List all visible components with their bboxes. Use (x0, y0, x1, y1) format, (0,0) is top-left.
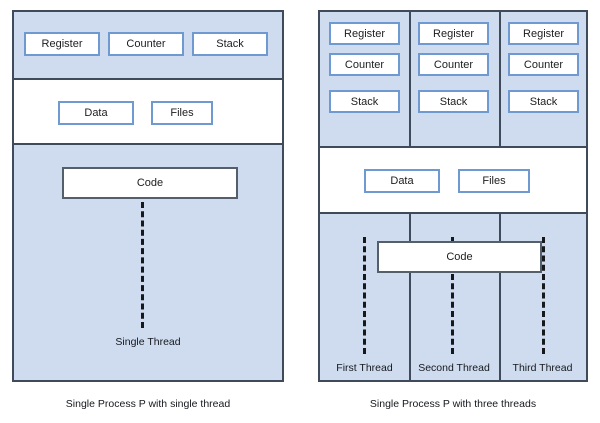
left-files-label: Files (170, 107, 194, 119)
left-panel-middle-section: Data Files (14, 78, 282, 143)
right-second-thread-line (451, 237, 454, 354)
right-bottom-column-divider-2 (499, 214, 501, 380)
right-top-column-divider-2 (499, 12, 501, 146)
left-stack-box: Stack (192, 32, 268, 56)
left-counter-box: Counter (108, 32, 184, 56)
right-top-column-divider-1 (409, 12, 411, 146)
right-third-thread-line (542, 237, 545, 354)
left-counter-label: Counter (126, 38, 166, 50)
right-first-thread-label: First Thread (336, 362, 393, 374)
right-panel-top-section: Register Counter Stack Register Counter … (320, 12, 586, 146)
right-panel-middle-section: Data Files (320, 146, 586, 212)
right-counter-box-3: Counter (508, 53, 579, 76)
right-counter-box-2: Counter (418, 53, 489, 76)
right-stack-box-3: Stack (508, 90, 579, 113)
right-code-box: Code (377, 241, 542, 273)
right-register-box-3: Register (508, 22, 579, 45)
left-panel-caption: Single Process P with single thread (65, 398, 231, 410)
left-files-box: Files (151, 101, 213, 125)
left-code-label: Code (136, 177, 164, 189)
right-files-label: Files (482, 175, 506, 187)
right-counter-box-1: Counter (329, 53, 400, 76)
right-stack-box-1: Stack (329, 90, 400, 113)
left-register-box: Register (24, 32, 100, 56)
left-code-box: Code (62, 167, 238, 199)
left-single-thread-line (141, 202, 144, 328)
right-stack-box-2: Stack (418, 90, 489, 113)
right-code-label: Code (446, 251, 473, 263)
left-process-panel: Register Counter Stack Data Files Code S… (12, 10, 284, 382)
right-panel-caption: Single Process P with three threads (369, 398, 537, 410)
right-data-label: Data (390, 175, 414, 187)
left-register-label: Register (41, 38, 83, 50)
right-files-box: Files (458, 169, 530, 193)
right-register-box-1: Register (329, 22, 400, 45)
right-bottom-column-divider-1 (409, 214, 411, 380)
left-data-box: Data (58, 101, 134, 125)
left-single-thread-label: Single Thread (115, 336, 181, 348)
right-process-panel: Register Counter Stack Register Counter … (318, 10, 588, 382)
right-register-box-2: Register (418, 22, 489, 45)
right-third-thread-label: Third Thread (512, 362, 573, 374)
left-stack-label: Stack (216, 38, 244, 50)
right-data-box: Data (364, 169, 440, 193)
left-panel-top-section: Register Counter Stack (14, 12, 282, 78)
left-panel-bottom-section: Code Single Thread (14, 143, 282, 380)
left-data-label: Data (84, 107, 108, 119)
right-first-thread-line (363, 237, 366, 354)
right-panel-bottom-section: Code First Thread Second Thread Third Th… (320, 212, 586, 380)
right-second-thread-label: Second Thread (418, 362, 490, 374)
